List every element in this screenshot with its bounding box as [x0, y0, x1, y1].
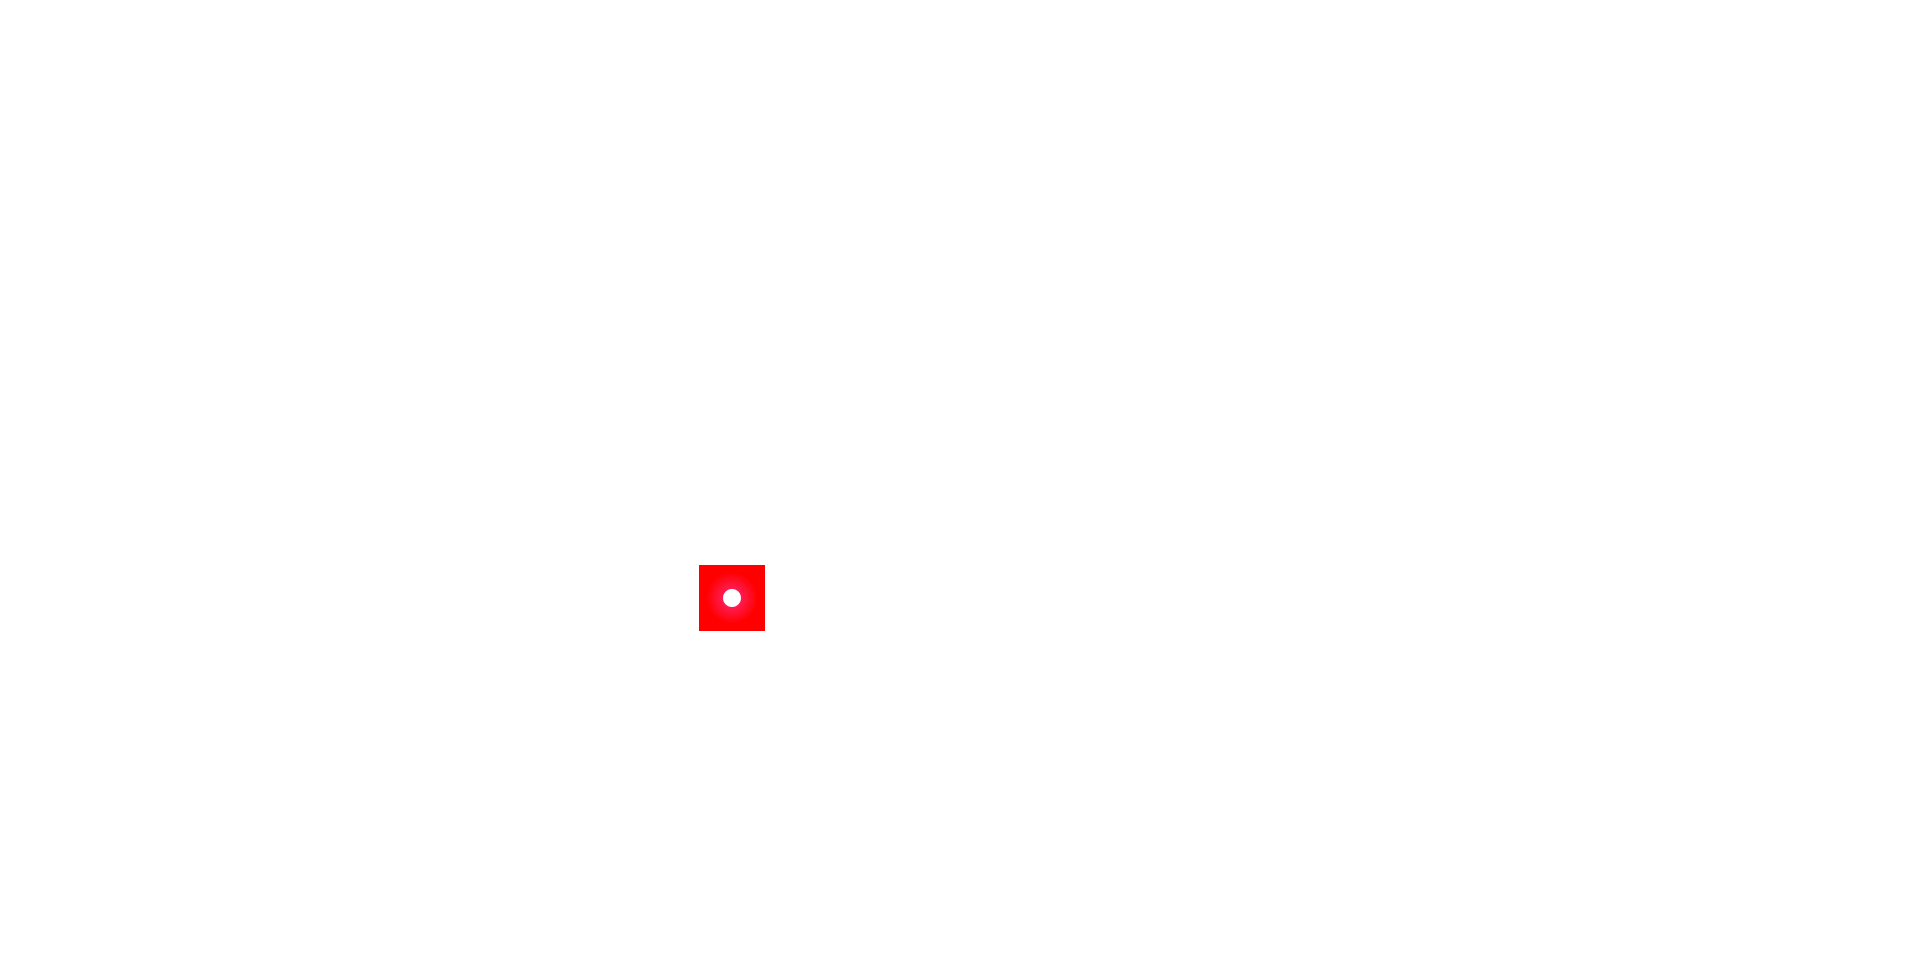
target-dot-icon — [723, 589, 741, 607]
target-square[interactable] — [699, 565, 765, 631]
